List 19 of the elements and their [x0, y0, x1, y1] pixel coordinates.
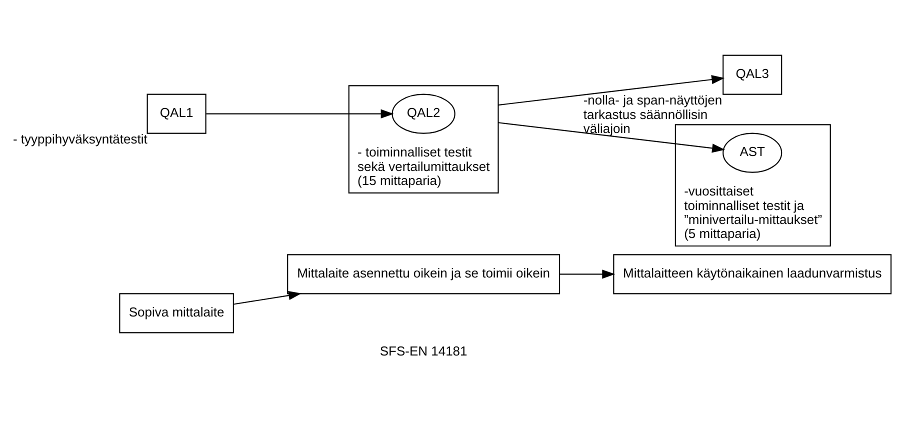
arrow — [206, 109, 394, 118]
node-label: - toiminnalliset testit sekä vertailumittaukset (15 mittaparia) — [358, 144, 490, 188]
node-label: -vuosittaiset toiminnalliset testit ja ”minivertailu-mittaukset” (5 mittaparia) — [684, 184, 822, 241]
node-box: Mittalaite asennettu oikein ja se toimii oikein — [287, 254, 560, 294]
arrow — [560, 270, 616, 279]
node-label: - tyyppihyväksyntätestit — [12, 132, 148, 147]
arrow — [233, 290, 302, 305]
node-label: -nolla- ja span-näyttöjen tarkastus säännöllisin väliajoin — [583, 92, 722, 136]
arrow — [498, 75, 725, 106]
cluster — [674, 124, 831, 247]
node-box: Mittalaitteen käytönaikainen laadunvarmistus — [613, 254, 892, 294]
node-box: QAL1 — [146, 94, 206, 134]
arrow — [498, 122, 726, 153]
cluster — [348, 85, 499, 194]
node-box: QAL3 — [722, 54, 782, 95]
node-ellipse: QAL2 — [392, 94, 456, 134]
label: SFS-EN 14181 — [380, 344, 468, 359]
node-ellipse: AST — [722, 132, 782, 173]
node-box: Sopiva mittalaite — [119, 293, 234, 334]
